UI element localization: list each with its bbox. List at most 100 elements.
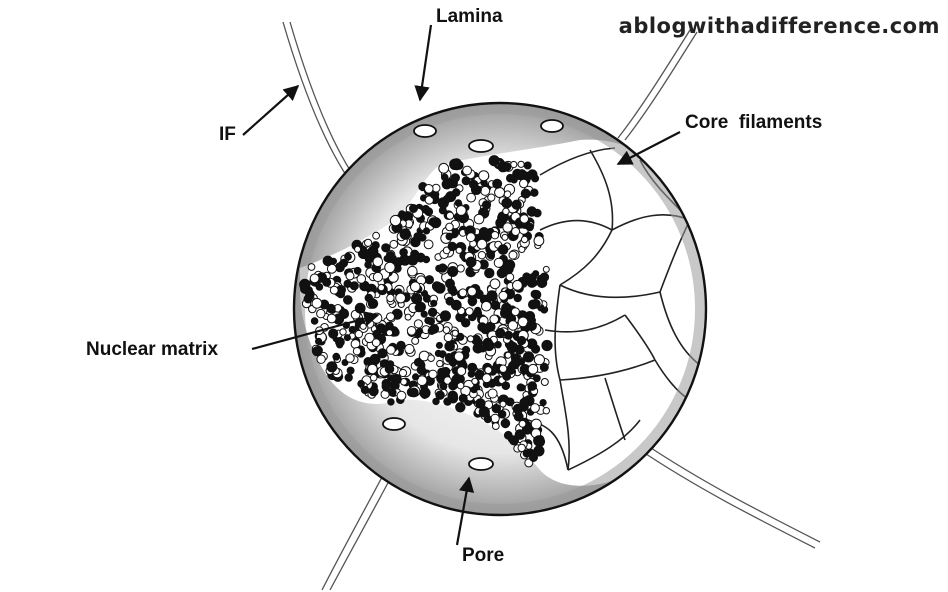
matrix-granule [519,214,529,224]
matrix-granule [542,407,550,415]
matrix-granule [352,347,362,356]
matrix-granule [445,222,454,232]
matrix-granule [344,373,353,382]
matrix-granule [527,381,538,391]
matrix-granule [510,160,518,169]
matrix-granule [322,255,334,267]
matrix-granule [521,424,533,435]
matrix-granule [539,399,547,407]
matrix-granule [396,390,407,401]
matrix-granule [533,435,545,447]
matrix-granule [411,336,420,345]
matrix-granule [345,353,355,363]
matrix-granule [303,294,313,304]
matrix-granule [427,307,438,317]
matrix-granule [406,326,417,336]
matrix-granule [499,400,507,408]
matrix-granule [399,248,408,257]
matrix-granule [512,279,523,291]
matrix-granule [381,243,391,253]
matrix-granule [479,345,487,353]
matrix-granule [518,358,526,366]
matrix-granule [442,326,451,334]
matrix-granule [533,354,546,366]
matrix-granule [371,338,381,348]
matrix-granule [466,232,476,243]
nuclear-matrix-granules [299,155,553,468]
matrix-granule [307,263,316,271]
matrix-granule [413,358,423,367]
matrix-granule [384,261,396,274]
matrix-granule [471,377,479,385]
matrix-granule [346,366,355,375]
matrix-granule [456,332,465,341]
matrix-granule [356,274,367,284]
matrix-granule [329,285,339,295]
matrix-granule [539,272,550,282]
matrix-granule [496,268,507,279]
matrix-granule [498,290,509,301]
matrix-granule [484,366,493,375]
matrix-granule [360,385,370,395]
core-filament-network [527,147,701,471]
matrix-granule [367,245,379,257]
matrix-granule [514,429,526,440]
matrix-granule [507,435,516,443]
matrix-granule [542,265,550,273]
matrix-granule [493,257,504,268]
matrix-granule [486,250,496,260]
matrix-granule [338,260,346,269]
matrix-granule [316,308,326,319]
matrix-granule [502,372,512,381]
matrix-granule [467,286,477,297]
matrix-granule [541,339,553,352]
matrix-granule [452,188,461,197]
matrix-granule [404,313,412,321]
matrix-granule [328,328,339,339]
matrix-granule [490,231,500,240]
matrix-granule [343,295,353,305]
matrix-granule [445,232,454,241]
matrix-granule [501,233,509,241]
nuclear-matrix-arrow [251,311,380,351]
matrix-granule [428,369,438,379]
matrix-granule [477,251,487,260]
matrix-granule [447,241,457,252]
matrix-granule [525,222,535,232]
matrix-granule [519,178,529,189]
lamina-arrow [414,24,433,102]
matrix-granule [473,308,483,318]
matrix-granule [467,296,478,307]
matrix-granule [414,303,424,313]
matrix-granule [416,365,426,375]
matrix-granule [437,263,448,273]
matrix-granule [447,266,459,277]
matrix-granule [481,300,492,312]
matrix-granule [398,368,408,378]
matrix-granule [455,205,467,216]
matrix-granule [443,376,452,385]
matrix-granule [435,390,445,400]
matrix-granule [490,300,501,311]
matrix-granule [359,322,367,330]
core-filaments-arrow [616,131,681,165]
matrix-granule [441,366,451,377]
matrix-granule [364,260,372,269]
matrix-granule [438,162,450,174]
matrix-granule [458,288,468,298]
matrix-granule [372,256,384,268]
matrix-granule [530,289,540,299]
matrix-granule [504,330,513,340]
matrix-granule [343,334,351,342]
matrix-granule [497,244,509,255]
matrix-granule [498,364,508,373]
matrix-granule [348,325,357,334]
matrix-granule [529,273,537,281]
matrix-granule [443,397,452,406]
matrix-granule [513,293,522,303]
matrix-granule [531,344,541,354]
matrix-granule [465,307,474,316]
matrix-granule [520,188,531,199]
matrix-granule [469,179,479,190]
